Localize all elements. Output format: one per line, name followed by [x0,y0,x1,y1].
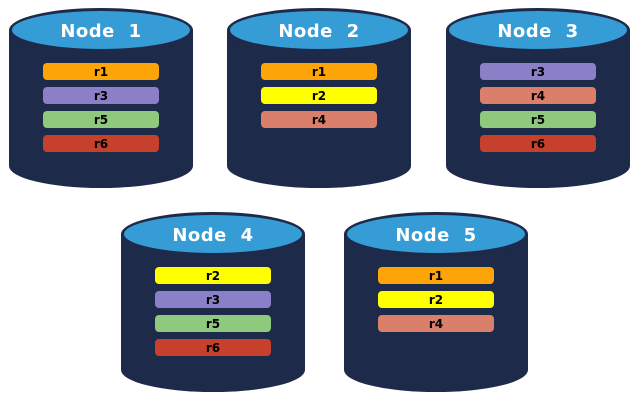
replica-bar-r1[interactable]: r1 [378,267,494,284]
replica-bar-r4[interactable]: r4 [378,315,494,332]
replica-label: r6 [205,340,221,355]
database-node-5[interactable]: Node 5 r1 r2 r4 [344,212,528,392]
cylinder-body [227,30,411,188]
cylinder-body [121,234,305,392]
replica-label: r4 [311,112,327,127]
database-node-3[interactable]: Node 3 r3 r4 r5 r6 [446,8,630,188]
replica-list: r3 r4 r5 r6 [446,63,630,152]
node-label: Node 5 [395,224,477,246]
cylinder-top: Node 1 [9,8,193,52]
node-label: Node 3 [497,20,579,42]
replica-label: r4 [530,88,546,103]
replica-bar-r5[interactable]: r5 [155,315,271,332]
replica-label: r5 [530,112,546,127]
replica-label: r2 [428,292,444,307]
replica-bar-r2[interactable]: r2 [261,87,377,104]
replica-bar-r3[interactable]: r3 [480,63,596,80]
replica-bar-r2[interactable]: r2 [155,267,271,284]
cylinder-body [446,30,630,188]
replica-label: r2 [311,88,327,103]
cylinder-top: Node 3 [446,8,630,52]
replica-bar-r3[interactable]: r3 [43,87,159,104]
replica-label: r1 [311,64,327,79]
cylinder-top: Node 4 [121,212,305,256]
replica-label: r6 [93,136,109,151]
cylinder-top: Node 2 [227,8,411,52]
replica-bar-r6[interactable]: r6 [155,339,271,356]
replica-bar-r5[interactable]: r5 [43,111,159,128]
replica-list: r2 r3 r5 r6 [121,267,305,356]
database-node-4[interactable]: Node 4 r2 r3 r5 r6 [121,212,305,392]
replica-bar-r3[interactable]: r3 [155,291,271,308]
replica-bar-r5[interactable]: r5 [480,111,596,128]
cylinder-body [344,234,528,392]
replica-label: r6 [530,136,546,151]
cylinder-body [9,30,193,188]
replica-label: r3 [205,292,221,307]
replica-list: r1 r3 r5 r6 [9,63,193,152]
node-label: Node 2 [278,20,360,42]
replica-bar-r1[interactable]: r1 [43,63,159,80]
replica-label: r2 [205,268,221,283]
node-label: Node 4 [172,224,254,246]
replica-bar-r4[interactable]: r4 [261,111,377,128]
cylinder-top: Node 5 [344,212,528,256]
replica-label: r5 [205,316,221,331]
replica-bar-r2[interactable]: r2 [378,291,494,308]
replica-label: r1 [93,64,109,79]
replica-bar-r4[interactable]: r4 [480,87,596,104]
node-label: Node 1 [60,20,142,42]
replica-label: r3 [530,64,546,79]
replica-label: r5 [93,112,109,127]
replica-label: r3 [93,88,109,103]
replica-bar-r6[interactable]: r6 [480,135,596,152]
database-node-1[interactable]: Node 1 r1 r3 r5 r6 [9,8,193,188]
replica-list: r1 r2 r4 [227,63,411,128]
replica-bar-r6[interactable]: r6 [43,135,159,152]
database-node-2[interactable]: Node 2 r1 r2 r4 [227,8,411,188]
replica-list: r1 r2 r4 [344,267,528,332]
replica-bar-r1[interactable]: r1 [261,63,377,80]
replica-label: r4 [428,316,444,331]
replica-label: r1 [428,268,444,283]
